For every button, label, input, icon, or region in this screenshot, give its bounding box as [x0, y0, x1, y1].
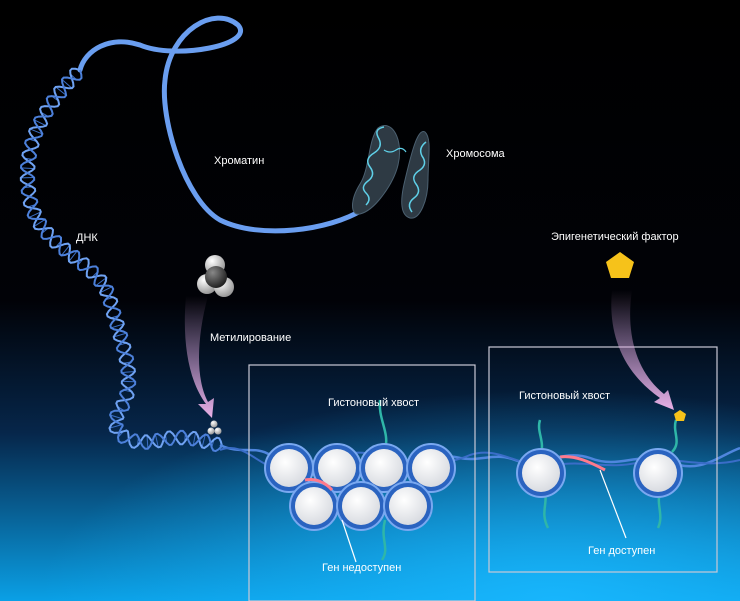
dna-base-pair: [28, 211, 42, 219]
dna-base-pair: [146, 435, 149, 449]
dna-base-pair: [201, 434, 206, 448]
dna-base-pair: [110, 323, 124, 329]
gene-segment-accessible: [559, 455, 606, 472]
histone-disc: [312, 443, 362, 493]
gene-segment-inaccessible: [304, 478, 334, 492]
methyl-group-on-dna: [207, 420, 222, 435]
dna-base-pair: [113, 332, 127, 338]
histone-tail: [671, 419, 678, 453]
dna-helix: [19, 67, 223, 453]
label-histone-tail-right: Гистоновый хвост: [519, 390, 611, 402]
dna-base-pair: [61, 79, 73, 89]
dna-base-pair: [109, 424, 123, 429]
dna-base-pair: [154, 434, 159, 448]
histone-tail: [380, 519, 387, 561]
pointer-gene-accessible: [599, 469, 627, 539]
epigenetic-factor-icon: [606, 252, 634, 278]
label-epigenetic-factor: Эпигенетический фактор: [551, 231, 679, 243]
dna-base-pair: [192, 432, 197, 446]
dna-base-pair: [33, 119, 47, 127]
label-histone-tail-left: Гистоновый хвост: [328, 397, 420, 409]
dna-base-pair: [29, 128, 43, 135]
histone-disc: [336, 481, 386, 531]
histone-disc: [383, 481, 433, 531]
dna-base-pair: [33, 218, 46, 228]
label-methylation: Метилирование: [210, 332, 292, 344]
histone-disc: [289, 481, 339, 531]
histone-disc: [359, 443, 409, 493]
dna-base-pair: [109, 414, 123, 420]
label-dna: ДНК: [76, 232, 98, 244]
methyl-group-molecule: [197, 255, 234, 297]
dna-base-pair: [99, 286, 113, 294]
label-gene-inaccessible: Ген недоступен: [322, 562, 402, 574]
methylation-arrow: [184, 296, 214, 418]
dna-backbone: [19, 69, 223, 453]
histone-disc: [633, 448, 683, 498]
label-chromosome: Хромосома: [446, 148, 505, 160]
histones: [264, 443, 683, 531]
dna-base-pair: [20, 167, 35, 170]
chromosome: [352, 125, 430, 219]
epigenetic-factor-bound-icon: [674, 410, 686, 421]
label-gene-accessible: Ген доступен: [588, 545, 656, 557]
dna-base-pair: [61, 244, 71, 256]
label-chromatin: Хроматин: [214, 155, 265, 167]
accessible-gene-box: [488, 346, 718, 573]
epigenetic-factor-arrow: [611, 290, 674, 410]
dna-base-pair: [121, 370, 135, 374]
dna-base-pair: [55, 86, 67, 96]
chromatin-fiber: [77, 15, 365, 234]
dna-base-pair: [95, 277, 107, 287]
pointer-gene-inaccessible: [341, 519, 357, 563]
inaccessible-gene-box: [248, 364, 476, 601]
histone-disc: [406, 443, 456, 493]
histone-disc: [516, 448, 566, 498]
dna-base-pair: [68, 250, 78, 262]
histone-disc: [264, 443, 314, 493]
